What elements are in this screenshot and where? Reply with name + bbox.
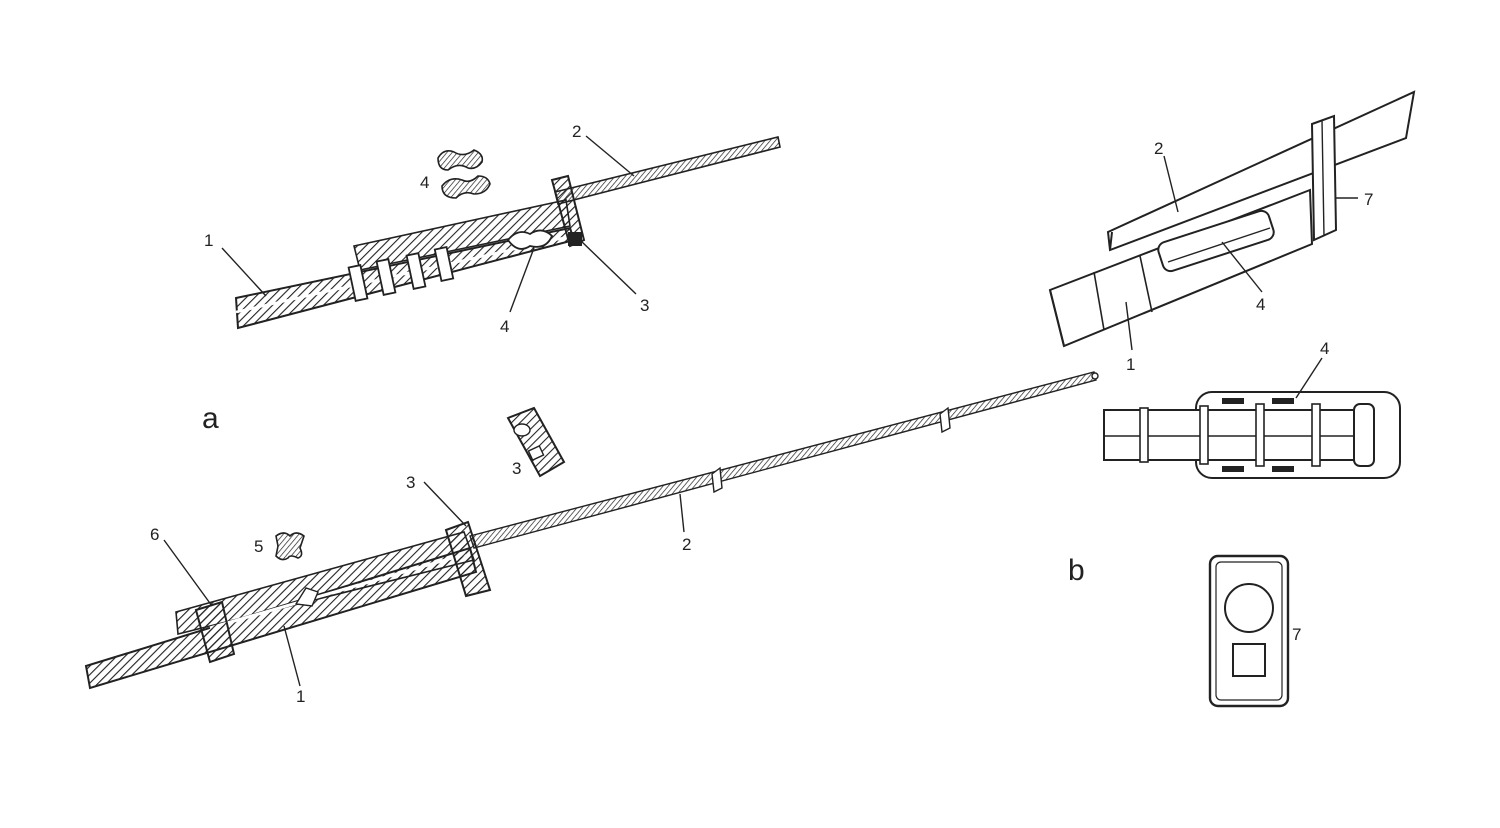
band [1311,403,1321,467]
label-a-top-2: 2 [572,122,581,141]
connector-4-inset-bottom [441,175,491,199]
label-a-bottom-1: 1 [296,687,305,706]
rod-2-tip [1091,372,1099,380]
slot [1272,466,1294,472]
label-a-detail-3: 3 [512,459,521,478]
label-a-top-1: 1 [204,231,213,250]
label-a-bottom-3: 3 [406,473,415,492]
panel-b-top-assembly: 2 7 4 1 [1048,90,1416,374]
band [347,264,369,302]
segment-line [1139,255,1153,313]
detail-clamp-3: 3 [506,406,566,478]
clamp-7-inner [1321,119,1325,237]
plate-7-inner-edge [1215,561,1283,701]
plate-7-round-hole [1224,583,1274,633]
band [405,252,427,290]
label-b-top-2: 2 [1154,139,1163,158]
clamp-3 [444,520,492,598]
leader [163,539,213,607]
connector-4 [506,229,554,250]
band [1255,403,1265,467]
rod-fitting [711,466,723,494]
panel-b-plate-7: 7 [1208,554,1301,708]
panel-letter-b: b [1068,554,1085,587]
segment-line [1093,271,1105,331]
panel-a-top-assembly: 1 2 3 4 4 [204,122,781,336]
label-b-plate-7: 7 [1292,625,1301,644]
band [375,258,397,296]
leader [585,135,635,177]
band [433,246,455,282]
slot [1222,466,1244,472]
tube-cap [1353,403,1375,467]
panel-letter-a: a [202,402,219,435]
bar-1-end [1049,289,1065,347]
rod-1-highlight [235,234,573,314]
label-b-middle-4: 4 [1320,339,1329,358]
slot [1222,398,1244,404]
leader [221,247,267,297]
leader [1221,241,1263,293]
label-b-top-7: 7 [1364,190,1373,209]
sleeve-pin [294,587,319,607]
connector-4-inset-top [437,149,484,171]
leader [679,493,685,533]
clamp-3 [550,174,586,248]
leader [509,247,535,313]
connector-4-slot [1167,227,1271,263]
label-a-top-3: 3 [640,296,649,315]
label-a-top-4-pointer: 4 [500,317,509,336]
bar-2-edge [1109,231,1113,251]
detail-5 [275,532,305,561]
leader [423,481,467,527]
rod-fitting [939,406,951,434]
leader [1163,155,1179,213]
label-a-top-4-inset: 4 [420,173,429,192]
panel-b-middle-assembly: 4 [1103,339,1401,479]
clamp-3-bolt [568,232,582,246]
clamp-7 [1310,114,1338,242]
label-a-bottom-2: 2 [682,535,691,554]
label-b-top-4: 4 [1256,295,1265,314]
leader [1125,301,1133,351]
plate-7-square-hole [1232,643,1266,677]
leader [579,239,637,295]
label-a-bottom-5: 5 [254,537,263,556]
label-a-bottom-6: 6 [150,525,159,544]
label-b-top-1: 1 [1126,355,1135,374]
leader [283,625,301,687]
leader [1295,357,1323,399]
band [1199,405,1209,465]
slot [1272,398,1294,404]
band [1139,407,1149,463]
rod-2 [554,136,781,205]
clamp-6 [194,600,236,664]
panel-a-bottom-assembly: 6 5 3 2 1 [84,371,1099,706]
sleeve-highlight [209,552,467,630]
